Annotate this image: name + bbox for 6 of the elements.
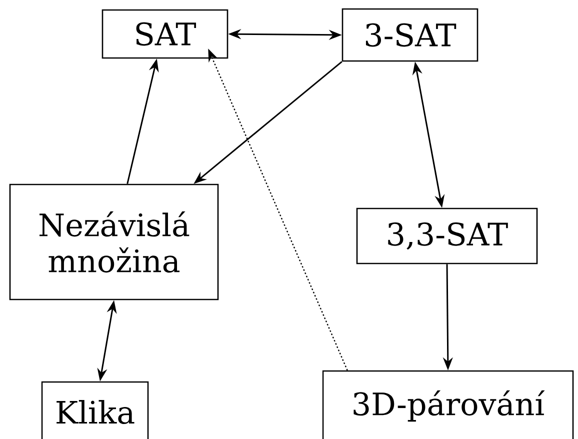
process-box: Klika: [41, 381, 149, 439]
process-box: 3-SAT: [342, 8, 478, 62]
process-box: SAT: [102, 9, 228, 59]
process-box: Nezávislá množina: [9, 184, 219, 300]
process-box: 3,3-SAT: [356, 208, 538, 264]
process-box: 3D-párování: [322, 370, 574, 439]
